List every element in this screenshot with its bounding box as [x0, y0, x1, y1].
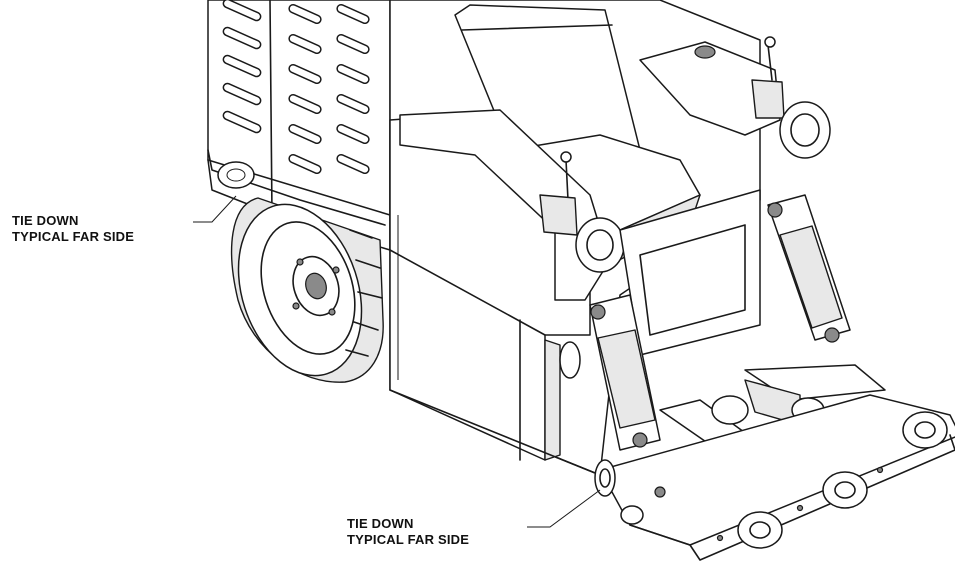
left-control-pod	[399, 109, 625, 301]
tie-down-top-leader	[193, 195, 237, 223]
tie-down-top-line2: TYPICAL FAR SIDE	[12, 229, 135, 244]
tie-down-bottom-leader	[527, 489, 601, 528]
front-casters	[737, 411, 948, 549]
rear-cabinet	[207, 0, 391, 251]
right-joystick-knob-icon	[764, 36, 776, 48]
callout-leaders	[193, 195, 601, 528]
tie-down-bottom-callout: TIE DOWN TYPICAL FAR SIDE	[347, 516, 469, 548]
left-lift-cylinder	[589, 294, 661, 451]
front-bumper	[599, 394, 955, 561]
left-joystick-knob-icon	[560, 151, 572, 163]
rear-tie-down-roller	[217, 161, 255, 189]
right-lift-cylinder	[767, 194, 851, 343]
tie-down-bottom-line2: TYPICAL FAR SIDE	[347, 532, 470, 547]
front-tie-down-roller	[594, 459, 666, 525]
tie-down-top-callout: TIE DOWN TYPICAL FAR SIDE	[12, 213, 134, 245]
tie-down-top-line1: TIE DOWN	[12, 213, 79, 228]
vent-slots-left	[222, 0, 262, 134]
dash-panel	[619, 189, 761, 356]
right-control-pod	[639, 36, 831, 159]
vent-slots-right	[288, 3, 370, 175]
left-wheel	[230, 197, 384, 383]
tie-down-bottom-line1: TIE DOWN	[347, 516, 414, 531]
